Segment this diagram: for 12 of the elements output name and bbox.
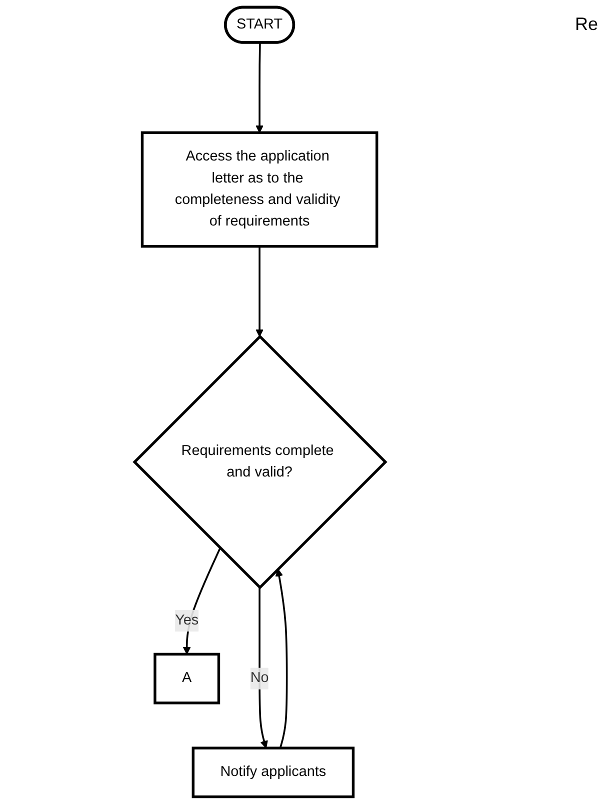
- node-box: A: [154, 652, 220, 704]
- node-diamond: Requirements complete and valid?: [132, 334, 388, 590]
- arrow: [182, 548, 221, 655]
- arrow: [275, 568, 288, 748]
- edge-label: No: [250, 670, 269, 686]
- node-box: Access the application letter as to the completeness and validity of requirements: [140, 131, 378, 248]
- edge-label: Yes: [175, 612, 199, 628]
- arrow: [258, 587, 268, 748]
- note-text: Re: [574, 14, 598, 35]
- arrow: [256, 246, 264, 337]
- node-box: Notify applicants: [192, 746, 355, 798]
- arrow: [256, 42, 264, 133]
